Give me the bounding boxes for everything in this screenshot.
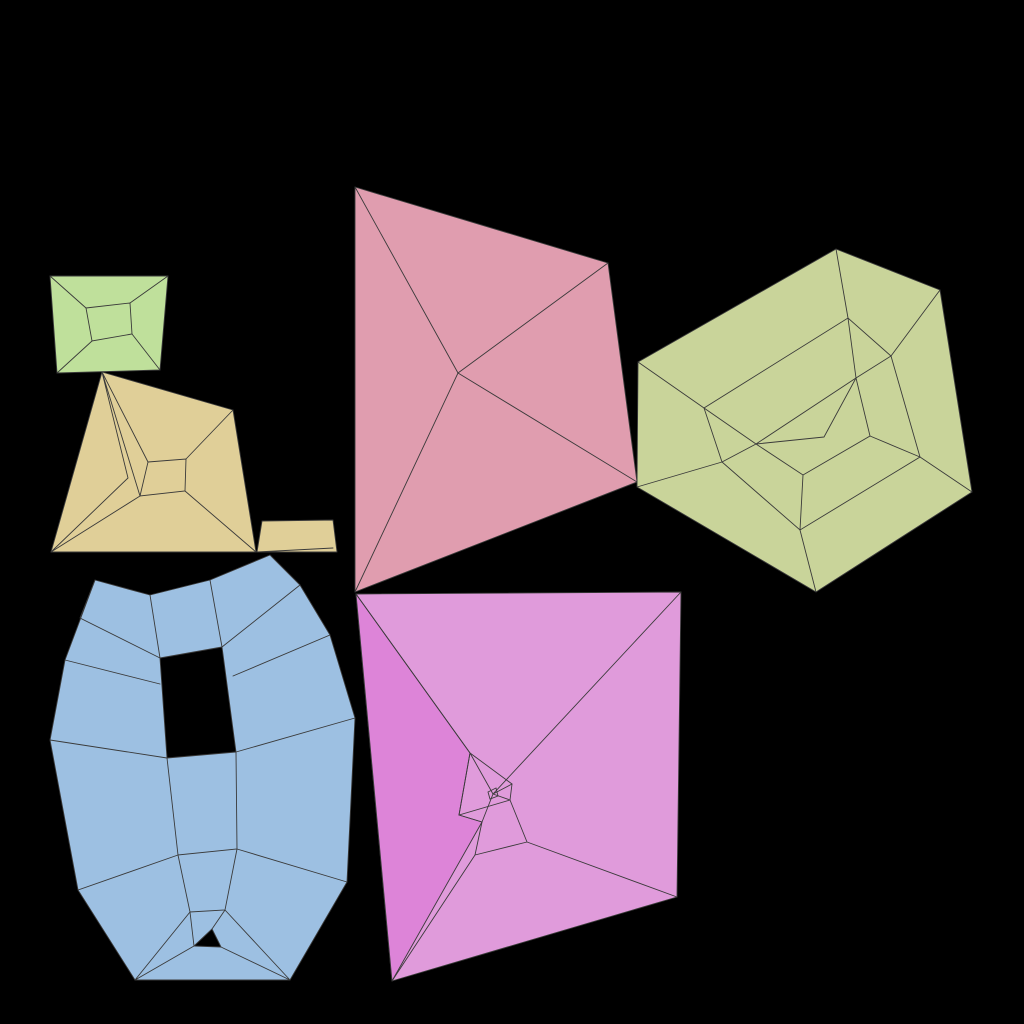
tan-strip-diagonal (256, 547, 334, 553)
tan-strip-island (256, 519, 338, 553)
tan-strip-fill (256, 519, 338, 553)
blue-ring-segments (49, 579, 356, 981)
blue-ring-small-hole (193, 928, 222, 948)
tan-pyramid-island (50, 371, 257, 553)
pink-pyramid-fill (354, 186, 638, 593)
blue-ring-large-hole (159, 646, 237, 759)
magenta-pyramid-spokes (355, 591, 682, 982)
small-square-island (49, 275, 169, 374)
hexagon-island (636, 248, 973, 593)
blue-ring-island (49, 554, 356, 981)
magenta-pyramid-island (355, 591, 682, 982)
pink-pyramid-island (354, 186, 638, 593)
pink-pyramid-spokes (354, 186, 638, 593)
small-square-fill (49, 275, 169, 374)
hexagon-ring-spokes (636, 248, 973, 593)
blue-ring-fill (49, 554, 356, 981)
small-square-spokes (49, 275, 169, 374)
tan-pyramid-spokes (50, 371, 257, 553)
hexagon-fill (636, 248, 973, 593)
